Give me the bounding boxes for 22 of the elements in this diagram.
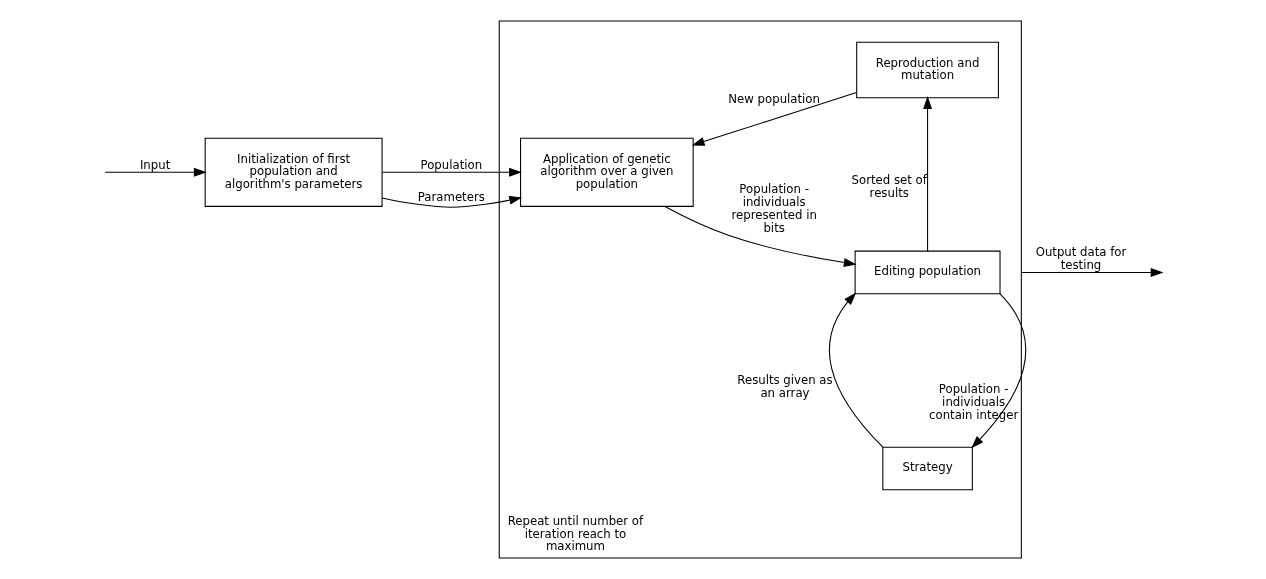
- edge-label: Results given as an array: [736, 373, 833, 400]
- edge-label: Population: [420, 157, 482, 172]
- edge-label: Sorted set of results: [851, 173, 927, 200]
- edge-label: Input: [139, 157, 170, 172]
- node-box: Editing population: [854, 250, 1001, 295]
- arrow: [970, 293, 1026, 449]
- arrow: [1020, 267, 1164, 277]
- edge-label: Parameters: [417, 189, 485, 204]
- edge-label: New population: [727, 91, 820, 106]
- node-box: Initialization of first population and algorithm's parameters: [204, 137, 383, 207]
- edge-label: Population - individuals represented in bits: [730, 182, 817, 235]
- arrow: [104, 167, 207, 177]
- arrow: [828, 292, 883, 448]
- arrow: [381, 167, 522, 177]
- arrow: [691, 91, 857, 146]
- node-box: Application of genetic algorithm over a given population: [519, 137, 694, 207]
- node-box: Reproduction and mutation: [855, 41, 999, 99]
- arrow: [381, 195, 522, 208]
- arrow: [922, 96, 932, 252]
- node-box: Strategy: [881, 446, 973, 491]
- arrow: [663, 205, 857, 267]
- edge-label: Output data for testing: [1035, 245, 1126, 273]
